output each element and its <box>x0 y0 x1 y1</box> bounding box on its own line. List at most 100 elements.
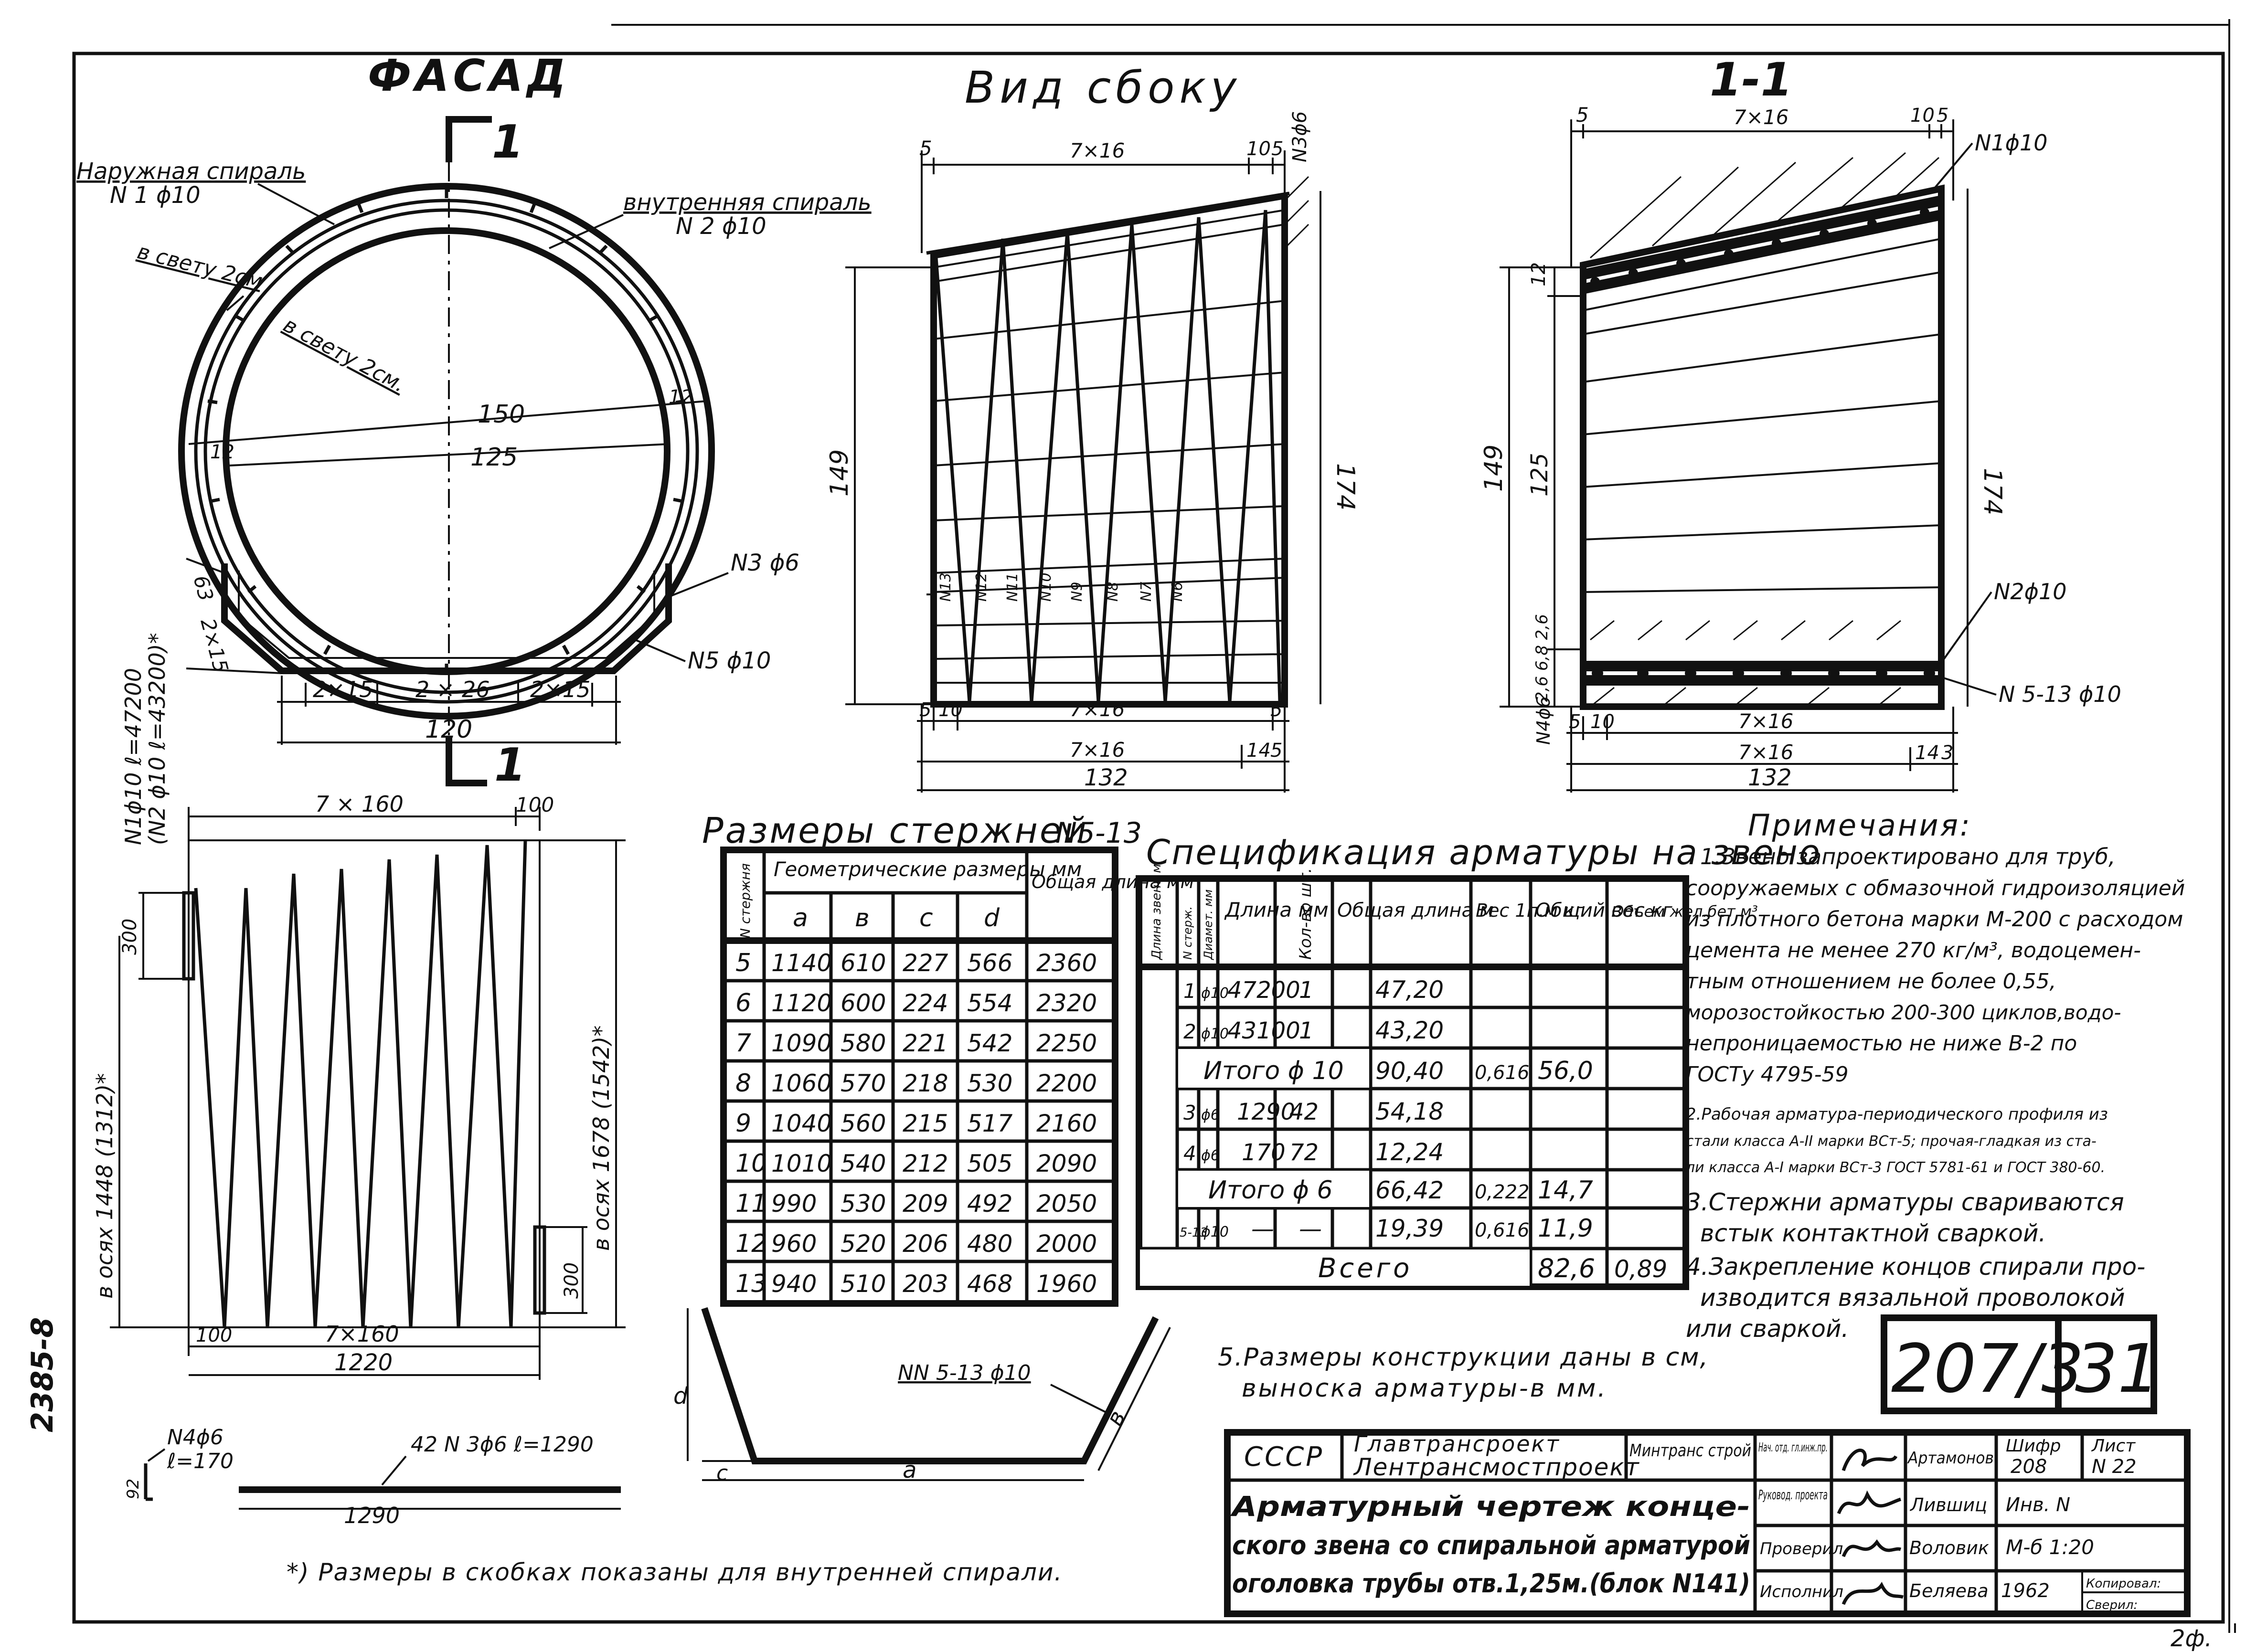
bar-sizes-cell-total: 2320 <box>1036 989 1097 1017</box>
bar-sizes-cell-b: 510 <box>841 1270 886 1298</box>
bar-sizes-cell-d: 492 <box>967 1190 1012 1218</box>
s11-dim-bot-5: 5 <box>1569 711 1581 733</box>
sv-dim-bot-7x16: 7×16 <box>1070 698 1125 721</box>
note-line: 1.Звено запроектировано для труб, <box>1700 844 2116 869</box>
facade-bar-n3: N3 ϕ6 <box>731 550 799 576</box>
spec-sub6-weight: 14,7 <box>1538 1176 1593 1205</box>
bar-sizes-cell-a: 1060 <box>771 1070 832 1097</box>
bar-sizes-cell-b: 530 <box>841 1190 886 1218</box>
bar-sizes-cell-n: 12 <box>735 1229 767 1258</box>
spec-sub10-w1m: 0,616 <box>1475 1062 1530 1084</box>
spec-r3-total: 54,18 <box>1375 1098 1444 1125</box>
stamp-org2: Лентрансмостпроект <box>1353 1453 1640 1481</box>
bar-sizes-cell-a: 1040 <box>771 1110 832 1137</box>
bar-sizes-cell-total: 2160 <box>1036 1110 1097 1137</box>
bar-sizes-cell-b: 610 <box>841 949 886 977</box>
bar-n4-length: ℓ=170 <box>167 1449 234 1473</box>
stamp-org1: Главтрансроект <box>1354 1431 1560 1457</box>
notes-title: Примечания: <box>1748 808 1972 843</box>
bar-sizes-cell-c: 227 <box>903 949 948 977</box>
spec-r3-bar: 3 <box>1183 1101 1196 1124</box>
dim-150: 150 <box>478 400 525 429</box>
s11-dim-12: 12 <box>1528 262 1550 286</box>
section-1-1: 1-1 5 7×16 10 5 N1ϕ10 <box>1479 53 2121 793</box>
bar-sizes-cell-c: 206 <box>903 1230 948 1258</box>
bar-sizes-cell-d: 530 <box>967 1070 1012 1097</box>
base-block <box>221 563 672 674</box>
bent-bar-detail: a c d в NN 5-13 ϕ10 <box>673 1307 1171 1485</box>
facade-bar-n5: N5 ϕ10 <box>688 647 771 674</box>
spec-col-total-len: Общая длина м <box>1337 900 1494 921</box>
stamp-sheet-label: Лист <box>2091 1436 2136 1456</box>
footnote: *) Размеры в скобках показаны для внутре… <box>287 1558 1063 1586</box>
spec-total-label: Всего <box>1318 1253 1412 1284</box>
bar-sizes-col-a: a <box>793 904 808 932</box>
spiral-dim-300-right: 300 <box>561 1262 583 1299</box>
bar-sizes-cell-c: 224 <box>903 989 948 1017</box>
bar-sizes-cell-a: 1090 <box>771 1029 832 1057</box>
sv-bar-n3: N3ϕ6 <box>1289 111 1311 162</box>
spec-col-length: Длина звена м <box>1149 864 1164 960</box>
facade-title: ФАСАД <box>368 50 570 101</box>
bar-sizes-cell-d: 468 <box>967 1270 1012 1298</box>
sv-dim-149: 149 <box>825 449 854 497</box>
bar-sizes-cell-total: 2000 <box>1036 1230 1097 1258</box>
sheet-count: 2ф. <box>2171 1625 2212 1652</box>
bar-sizes-col-b: в <box>855 904 870 932</box>
bar-sizes-cell-a: 940 <box>771 1270 817 1298</box>
stamp-ministry: Минтранс строй <box>1629 1441 1751 1461</box>
spec-r513-len: — <box>1251 1216 1274 1242</box>
section-title: 1-1 <box>1710 53 1792 106</box>
signature-2 <box>1837 1490 1902 1514</box>
side-view-title: Вид сбоку <box>965 62 1241 113</box>
note-line: изводится вязальной проволокой <box>1700 1284 2125 1312</box>
spec-col-diam: Диамет. мм <box>1202 890 1215 960</box>
bar-n3-label: 42 N 3ϕ6 ℓ=1290 <box>411 1432 594 1457</box>
note-line: тным отношением не более 0,55, <box>1686 969 2056 994</box>
side-view: Вид сбоку 5 7×16 10 5 N3ϕ6 <box>825 62 1360 793</box>
bar-sizes-cell-a: 1140 <box>771 949 832 977</box>
bar-sizes-cell-b: 580 <box>841 1029 886 1057</box>
note-line: 2.Рабочая арматура-периодического профил… <box>1686 1105 2108 1124</box>
spec-col-volume: Объем жел.бет м³ <box>1612 902 1758 921</box>
bent-bar-b: в <box>1101 1406 1131 1430</box>
sv-bar-label: N12 <box>973 572 990 602</box>
spec-r2-len: 43100 <box>1227 1017 1300 1044</box>
s11-dim-bot-10: 10 <box>1590 711 1615 733</box>
spec-col-w1m: Вес 1п.м кг <box>1476 900 1585 921</box>
bar-sizes-cell-b: 520 <box>841 1230 886 1258</box>
bar-sizes-cell-total: 1960 <box>1036 1270 1097 1298</box>
spec-r513-bar: 5-13 <box>1180 1226 1208 1240</box>
s11-dim-125: 125 <box>1526 453 1553 497</box>
sv-dim-row2-7x16: 7×16 <box>1070 738 1125 762</box>
spec-sub10-total: 90,40 <box>1375 1057 1444 1085</box>
bar-sizes-cell-b: 560 <box>841 1110 886 1137</box>
spec-r1-total: 47,20 <box>1375 976 1444 1004</box>
outer-spiral-spec: N 1 ϕ10 <box>110 182 201 209</box>
sv-dim-bot-10: 10 <box>938 699 963 721</box>
s11-bar-n2: N2ϕ10 <box>1994 579 2067 604</box>
note-line: сооружаемых с обмазочной гидроизоляцией <box>1686 876 2185 900</box>
stamp-role-2: Руковод. проекта <box>1758 1487 1828 1503</box>
sv-dim-top-5: 5 <box>919 137 932 160</box>
outer-circle <box>178 183 715 720</box>
bar-sizes-cell-c: 215 <box>903 1110 948 1137</box>
bar-sizes-cell-a: 1010 <box>771 1150 832 1177</box>
spiral-dim-100-top: 100 <box>516 793 554 816</box>
stamp-code: 208 <box>2011 1456 2047 1478</box>
sv-dim-bot-5b: 5 <box>1270 699 1282 721</box>
bar-n4-label: N4ϕ6 <box>167 1425 224 1450</box>
note-line: морозостойкостью 200-300 циклов,водо- <box>1686 1001 2121 1024</box>
dim-bottom-3: 2×15 <box>530 677 590 702</box>
bar-sizes-cell-total: 2050 <box>1036 1190 1097 1218</box>
note-line: цемента не менее 270 кг/м³, водоцемен- <box>1686 938 2141 963</box>
bar-sizes-col-bar: N стержня <box>737 863 753 938</box>
sv-bar-label: N13 <box>937 572 954 602</box>
stamp-name-3: Воловик <box>1909 1537 1989 1558</box>
spec-r2-total: 43,20 <box>1375 1017 1444 1044</box>
sv-bar-label: N10 <box>1038 572 1054 602</box>
s11-dim-row2-7x16: 7×16 <box>1738 741 1793 764</box>
spec-r513-w1m: 0,616 <box>1475 1219 1530 1241</box>
note5-line1: 5.Размеры конструкции даны в см, <box>1218 1343 1709 1372</box>
section-mark-top <box>446 116 492 162</box>
